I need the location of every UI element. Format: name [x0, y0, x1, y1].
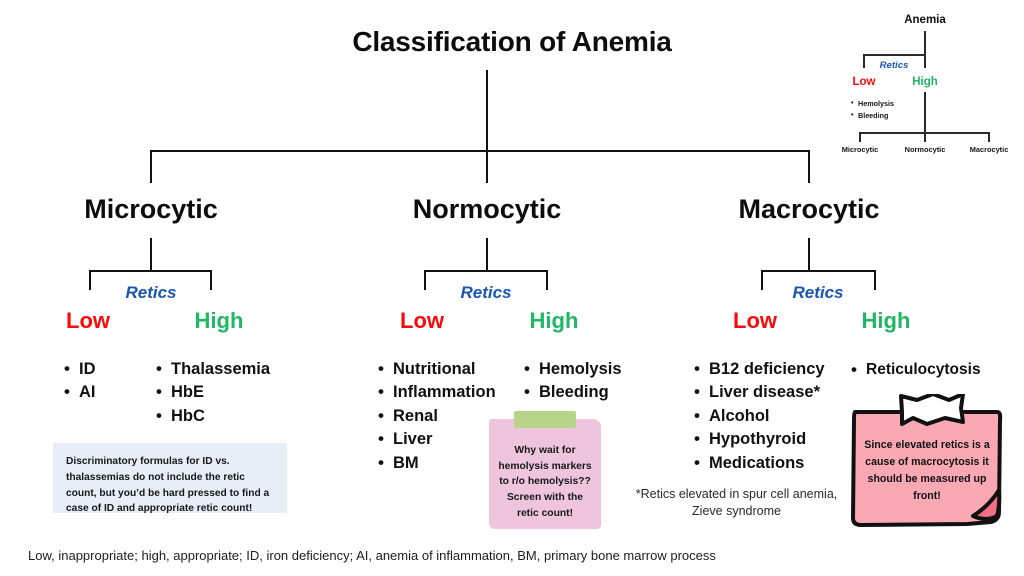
list-item: ID — [64, 357, 96, 382]
macrocytic-arm-high — [874, 270, 876, 290]
tree-stem-root — [486, 70, 488, 150]
callout-shape-icon — [851, 392, 1003, 527]
list-item: Reticulocytosis — [851, 358, 981, 382]
hemolysis-sticky-note: Why wait for hemolysis markers to r/o he… — [489, 411, 601, 529]
list-item: BM — [378, 451, 496, 476]
list-macrocytic-low: B12 deficiency Liver disease* Alcohol Hy… — [694, 357, 825, 476]
category-title-microcytic: Microcytic — [84, 194, 218, 224]
microcytic-arm-low — [89, 270, 91, 290]
thumbnail-title: Anemia — [904, 14, 946, 26]
retics-label-normocytic: Retics — [460, 283, 512, 302]
macrocytic-substem — [808, 238, 810, 270]
page-title: Classification of Anemia — [352, 26, 672, 57]
thumbnail-mini-diagram: Anemia Retics Low High Hemolysis Bleedin… — [826, 14, 1024, 169]
level-low-macrocytic: Low — [733, 308, 777, 333]
microcytic-arm-high — [210, 270, 212, 290]
list-item: Bleeding — [851, 109, 894, 122]
macrocytic-subbar — [761, 270, 876, 272]
level-high-microcytic: High — [194, 308, 244, 333]
level-high-normocytic: High — [529, 308, 579, 333]
level-low-microcytic: Low — [66, 308, 110, 333]
list-item: HbC — [156, 404, 270, 429]
list-item: Liver disease* — [694, 380, 825, 405]
list-item: Inflammation — [378, 380, 496, 405]
list-normocytic-high: Hemolysis Bleeding — [524, 357, 622, 405]
thumbnail-leaf-macrocytic: Macrocytic — [969, 145, 1009, 154]
list-item: Hemolysis — [524, 357, 622, 382]
list-item: Thalassemia — [156, 357, 270, 382]
discriminatory-formulas-note: Discriminatory formulas for ID vs. thala… — [53, 443, 287, 514]
thumb-leaf-drop-1 — [859, 132, 861, 142]
list-item: B12 deficiency — [694, 357, 825, 382]
list-item: Bleeding — [524, 380, 622, 405]
list-item: Medications — [694, 451, 825, 476]
microcytic-substem — [150, 238, 152, 270]
legend-abbreviations: Low, inappropriate; high, appropriate; I… — [28, 548, 716, 563]
list-item: AI — [64, 380, 96, 405]
retics-label-microcytic: Retics — [125, 283, 177, 302]
thumbnail-level-high: High — [912, 76, 938, 88]
list-item: Liver — [378, 427, 496, 452]
macrocytic-footnote: *Retics elevated in spur cell anemia, Zi… — [635, 487, 838, 518]
list-item: Hypothyroid — [694, 427, 825, 452]
category-title-macrocytic: Macrocytic — [738, 194, 880, 224]
list-item: Alcohol — [694, 404, 825, 429]
retics-label-macrocytic: Retics — [792, 283, 844, 302]
normocytic-subbar — [424, 270, 548, 272]
tree-drop-normocytic — [486, 150, 488, 183]
tree-drop-macrocytic — [808, 150, 810, 183]
thumb-arm-low — [863, 54, 865, 68]
sticky-body — [489, 419, 601, 529]
list-item: Hemolysis — [851, 97, 894, 110]
level-low-normocytic: Low — [400, 308, 444, 333]
list-item: Renal — [378, 404, 496, 429]
list-macrocytic-high: Reticulocytosis — [851, 358, 981, 382]
list-microcytic-low: ID AI — [64, 357, 96, 405]
list-normocytic-low: Nutritional Inflammation Renal Liver BM — [378, 357, 496, 476]
thumb-high-stem — [924, 92, 926, 132]
callout-note-text: Since elevated retics is a cause of macr… — [864, 439, 990, 503]
thumb-stem — [924, 31, 926, 54]
normocytic-arm-low — [424, 270, 426, 290]
thumb-arm-high — [924, 54, 926, 68]
list-item: HbE — [156, 380, 270, 405]
thumbnail-leaf-normocytic: Normocytic — [904, 145, 946, 154]
microcytic-subbar — [89, 270, 212, 272]
level-high-macrocytic: High — [861, 308, 911, 333]
macrocytic-arm-low — [761, 270, 763, 290]
category-title-normocytic: Normocytic — [412, 194, 562, 224]
retics-callout-note: Since elevated retics is a cause of macr… — [847, 392, 1007, 534]
list-item: Nutritional — [378, 357, 496, 382]
tree-drop-microcytic — [150, 150, 152, 183]
thumb-bar — [863, 54, 925, 56]
list-microcytic-high: Thalassemia HbE HbC — [156, 357, 270, 429]
tree-branch-bar — [150, 150, 810, 152]
thumbnail-retics-label: Retics — [879, 60, 909, 71]
thumbnail-low-list: Hemolysis Bleeding — [851, 97, 894, 122]
sticky-note-text: Why wait for hemolysis markers to r/o he… — [498, 445, 592, 519]
thumbnail-leaf-microcytic: Microcytic — [841, 145, 879, 154]
normocytic-arm-high — [546, 270, 548, 290]
thumbnail-level-low: Low — [852, 76, 876, 88]
thumb-leaf-drop-3 — [988, 132, 990, 142]
normocytic-substem — [486, 238, 488, 270]
sticky-tape-icon — [514, 411, 576, 428]
thumb-leaf-drop-2 — [924, 132, 926, 142]
